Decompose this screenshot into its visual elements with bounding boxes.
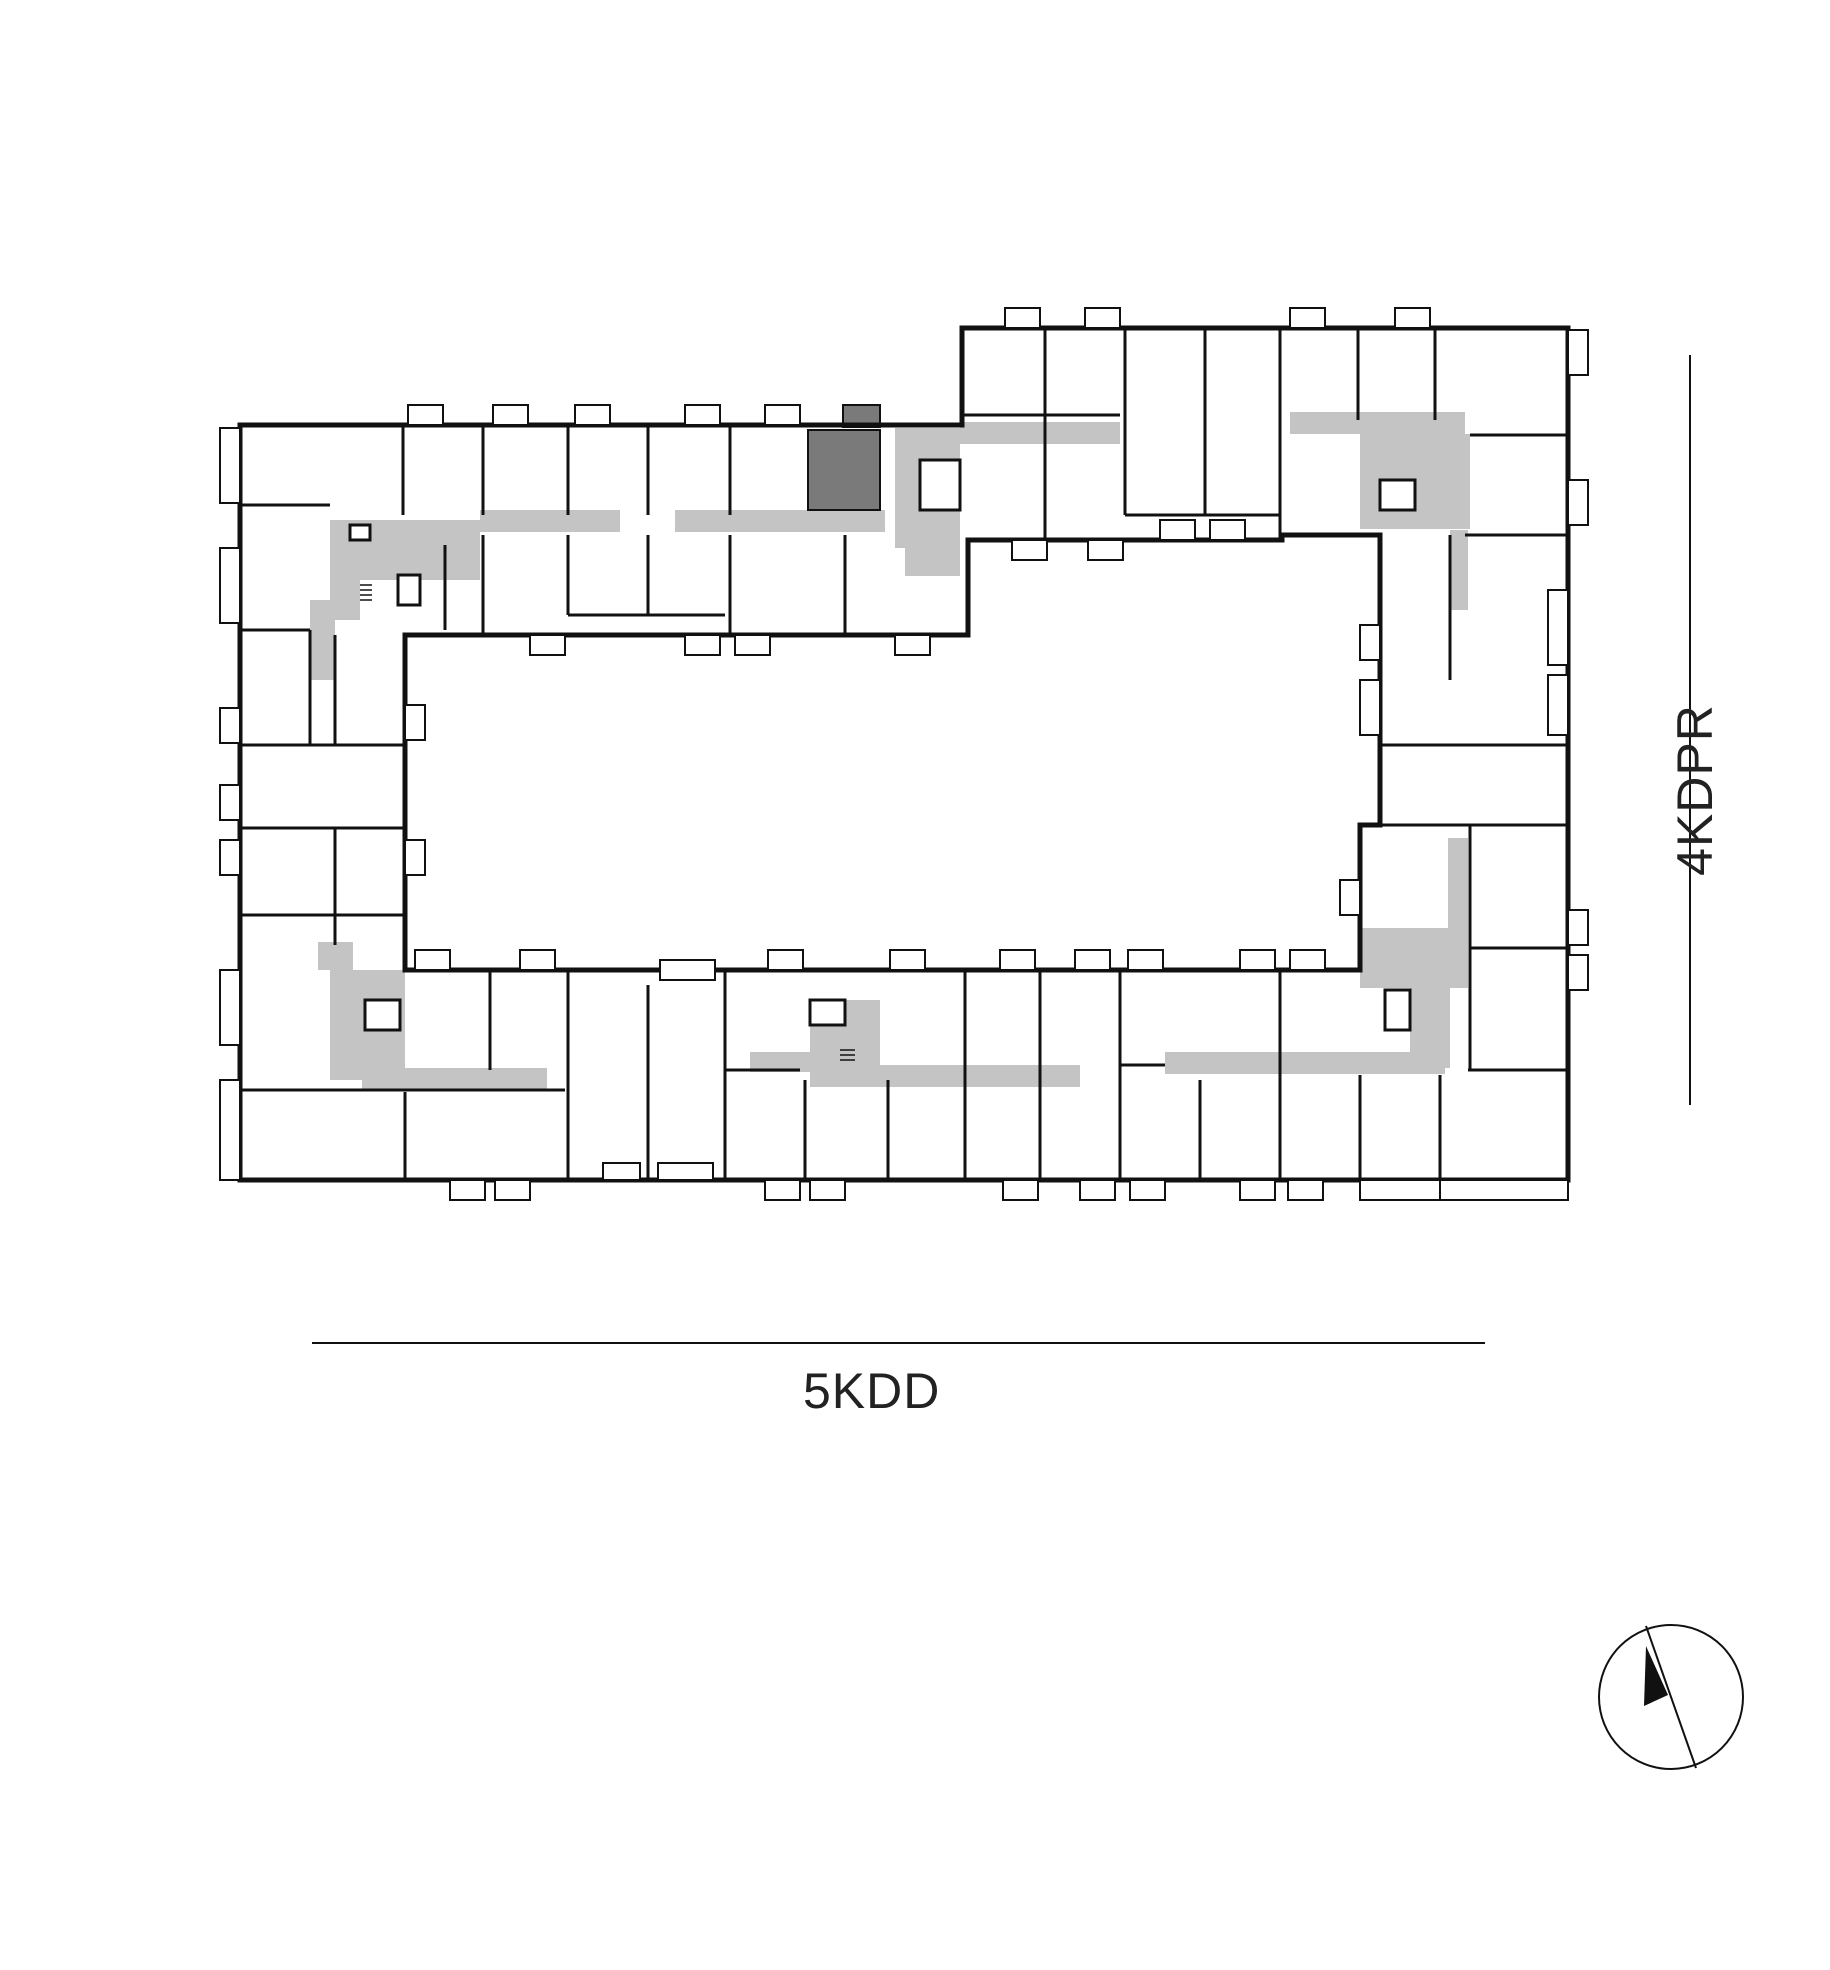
elevator	[363, 998, 402, 1032]
width-dimension-label: 5KDD	[803, 1363, 941, 1419]
corridor	[1360, 928, 1468, 988]
stairs-icon	[360, 584, 855, 1061]
elevator	[396, 573, 422, 607]
balconies	[219, 307, 1589, 1201]
unit-partitions	[240, 328, 1568, 1180]
corridor	[1165, 1052, 1445, 1074]
corridor	[480, 510, 620, 532]
corridor	[675, 510, 885, 532]
north-arrow-icon	[1598, 1624, 1744, 1770]
corridor	[1450, 530, 1468, 610]
corridor	[318, 942, 353, 970]
corridor	[960, 422, 1120, 444]
elevator	[918, 458, 962, 512]
corridor	[1290, 412, 1465, 434]
corridor	[810, 1065, 1080, 1087]
cores	[348, 458, 1417, 1032]
corridor	[310, 600, 335, 680]
corridor	[362, 1068, 547, 1090]
corridor	[905, 548, 960, 576]
elevator	[808, 998, 847, 1027]
courtyard-wall	[402, 532, 1383, 973]
elevator	[1383, 988, 1412, 1032]
corridor	[1448, 838, 1468, 928]
elevator	[1378, 478, 1417, 512]
elevator	[348, 523, 372, 542]
height-dimension-label: 4KDPR	[1667, 704, 1723, 876]
highlighted-unit	[807, 429, 881, 511]
